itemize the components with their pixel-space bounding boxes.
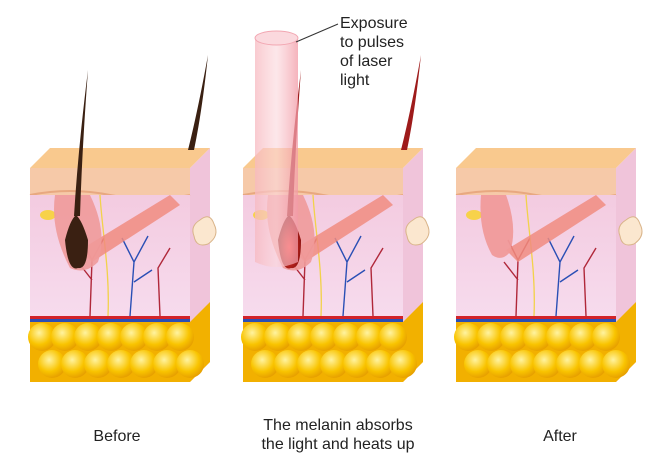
- fat-cell: [241, 323, 269, 351]
- fat-cell: [28, 323, 56, 351]
- capillary-branch: [157, 247, 171, 317]
- fat-cell: [389, 350, 417, 378]
- fat-cell: [51, 323, 79, 351]
- artery: [456, 316, 616, 319]
- fat-cell: [176, 350, 204, 378]
- empty-hair-follicle: [480, 195, 514, 258]
- skin-block-2: [241, 55, 430, 382]
- laser-beam-top: [254, 30, 299, 46]
- fat-cell: [120, 323, 148, 351]
- capillary-branch: [547, 235, 579, 317]
- capillary-branch: [583, 247, 597, 317]
- caption-line: The melanin absorbs: [263, 417, 413, 434]
- fat-cell: [592, 323, 620, 351]
- fat-cell: [454, 323, 482, 351]
- artery: [30, 316, 190, 319]
- fat-cell: [379, 323, 407, 351]
- fat-cell: [287, 323, 315, 351]
- fat-cell: [556, 350, 584, 378]
- artery: [243, 316, 403, 319]
- fat-cell: [61, 350, 89, 378]
- vein: [456, 319, 616, 322]
- fat-cell: [500, 323, 528, 351]
- fat-cell: [366, 350, 394, 378]
- callout-leader-line: [295, 23, 339, 43]
- hair-shaft: [74, 70, 88, 216]
- capillary-branch: [370, 247, 384, 317]
- sweat-gland: [192, 216, 217, 246]
- sweat-gland: [405, 216, 430, 246]
- fat-cell: [297, 350, 325, 378]
- hair-bulb: [65, 215, 88, 269]
- fat-cell: [569, 323, 597, 351]
- fat-cell: [356, 323, 384, 351]
- caption-line: the light and heats up: [261, 436, 415, 453]
- caption-after: After: [543, 428, 577, 445]
- fat-cell: [523, 323, 551, 351]
- fat-cell: [38, 350, 66, 378]
- sebaceous-gland: [466, 210, 482, 220]
- fat-cell: [602, 350, 630, 378]
- fat-cell: [74, 323, 102, 351]
- fat-cell: [251, 350, 279, 378]
- fat-cell: [464, 350, 492, 378]
- caption-before: Before: [93, 428, 141, 445]
- fat-cell: [264, 323, 292, 351]
- skin-top-face: [456, 148, 636, 168]
- fat-cell: [166, 323, 194, 351]
- laser-beam-column: [255, 38, 298, 267]
- fat-cell: [130, 350, 158, 378]
- arrector-pili-muscle: [293, 195, 393, 262]
- capillary-branch: [121, 235, 153, 317]
- fat-cell: [487, 350, 515, 378]
- callout-line: to pulses: [340, 34, 405, 51]
- laser-callout-label: Exposure to pulses of laser light: [340, 14, 408, 90]
- fat-cell: [97, 323, 125, 351]
- fat-cell: [274, 350, 302, 378]
- arrector-pili-muscle: [506, 195, 606, 262]
- sweat-gland: [618, 216, 643, 246]
- callout-line: of laser: [340, 53, 393, 70]
- fat-cell: [579, 350, 607, 378]
- fat-cell: [333, 323, 361, 351]
- fat-cell: [310, 323, 338, 351]
- fat-cell: [343, 350, 371, 378]
- hair-shaft-secondary: [188, 55, 208, 150]
- fat-cell: [84, 350, 112, 378]
- vein: [243, 319, 403, 322]
- skin-block-3: [454, 148, 643, 382]
- fat-cell: [153, 350, 181, 378]
- fat-cell: [533, 350, 561, 378]
- callout-line: Exposure: [340, 15, 408, 32]
- fat-cell: [510, 350, 538, 378]
- capillary-branch: [334, 235, 366, 317]
- fat-cell: [320, 350, 348, 378]
- laser-beam: [254, 30, 299, 267]
- arrector-pili-muscle: [80, 195, 180, 262]
- skin-top-face: [30, 148, 210, 168]
- sebaceous-gland: [40, 210, 56, 220]
- callout-line: light: [340, 72, 370, 89]
- vein: [30, 319, 190, 322]
- fat-cell: [477, 323, 505, 351]
- caption-during: The melanin absorbs the light and heats …: [228, 416, 448, 454]
- fat-cell: [107, 350, 135, 378]
- fat-cell: [546, 323, 574, 351]
- fat-cell: [143, 323, 171, 351]
- skin-block-1: [28, 55, 217, 382]
